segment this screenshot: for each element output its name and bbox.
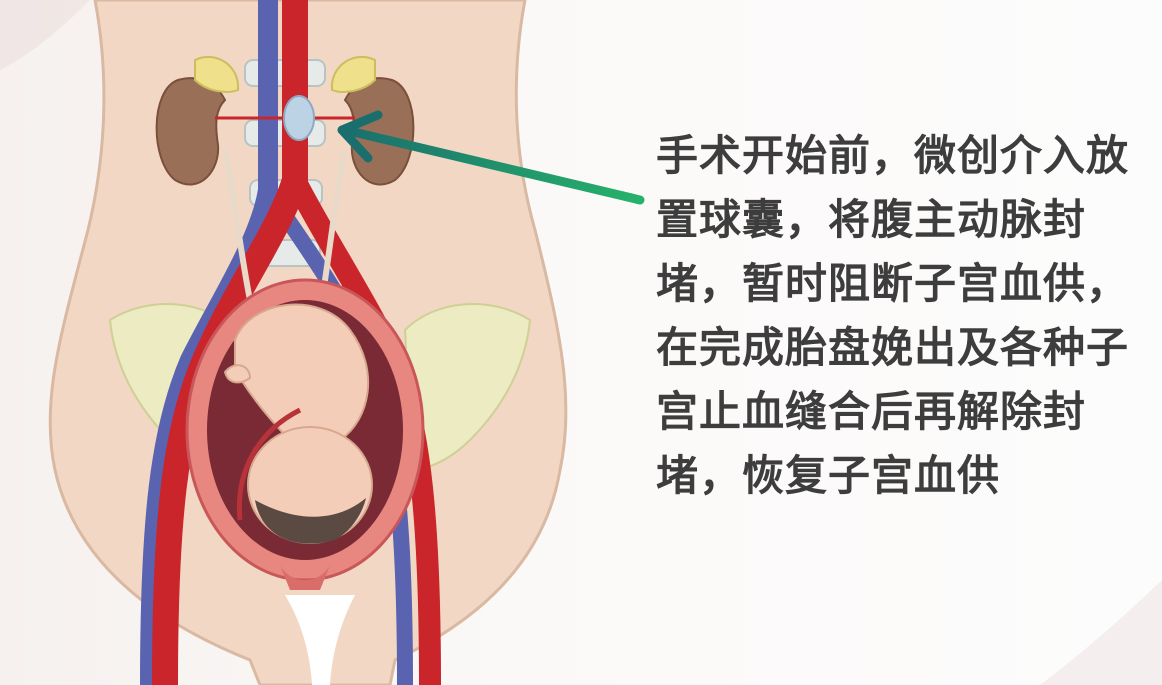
aortic-balloon — [284, 96, 314, 140]
procedure-description: 手术开始前，微创介入放置球囊，将腹主动脉封堵，暂时阻断子宫血供，在完成胎盘娩出及… — [656, 124, 1146, 508]
background-petal-right — [1000, 560, 1162, 685]
anatomy-illustration — [0, 0, 650, 685]
pregnant-pelvis-anatomy — [0, 0, 650, 685]
